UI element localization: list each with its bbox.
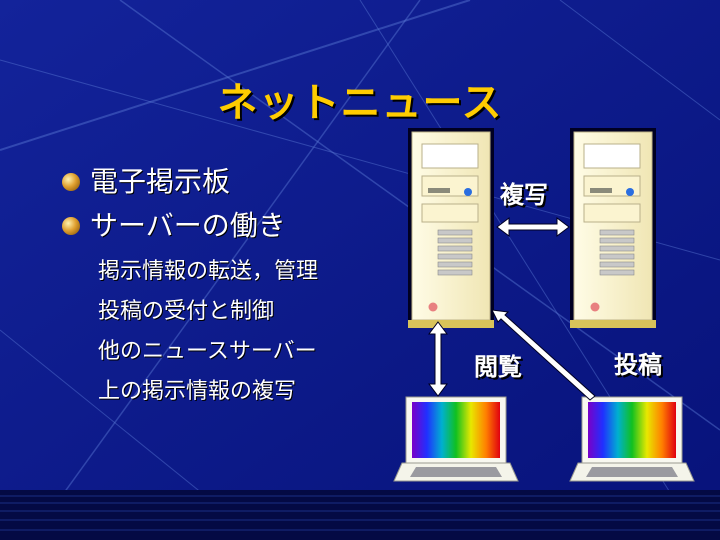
bullet-item: サーバーの働き xyxy=(62,204,286,248)
sub-list: 掲示情報の転送，管理 投稿の受付と制御 他のニュースサーバー 上の掲示情報の複写 xyxy=(98,252,318,412)
bullet-text: サーバーの働き xyxy=(90,209,286,242)
sub-item: 他のニュースサーバー xyxy=(98,339,317,364)
server-icon xyxy=(569,127,657,329)
bullet-item: 電子掲示板 xyxy=(62,160,286,204)
bullet-icon xyxy=(62,173,80,191)
copy-label: 複写 xyxy=(500,181,548,209)
laptop-icon xyxy=(393,396,519,482)
laptop-icon xyxy=(569,396,695,482)
bullet-text: 電子掲示板 xyxy=(90,165,231,198)
post-arrow xyxy=(491,309,596,401)
bullet-icon xyxy=(62,217,80,235)
slide-title: ネットニュース xyxy=(217,80,503,126)
view-label: 閲覧 xyxy=(474,353,522,381)
post-label: 投稿 xyxy=(614,351,662,379)
sub-item: 投稿の受付と制御 xyxy=(98,299,275,324)
sub-item: 掲示情報の転送，管理 xyxy=(98,259,319,284)
bullet-list: 電子掲示板 サーバーの働き xyxy=(62,160,286,248)
copy-arrow xyxy=(496,217,570,237)
view-arrow xyxy=(428,321,448,397)
sub-item: 上の掲示情報の複写 xyxy=(98,379,297,404)
server-icon xyxy=(407,127,495,329)
